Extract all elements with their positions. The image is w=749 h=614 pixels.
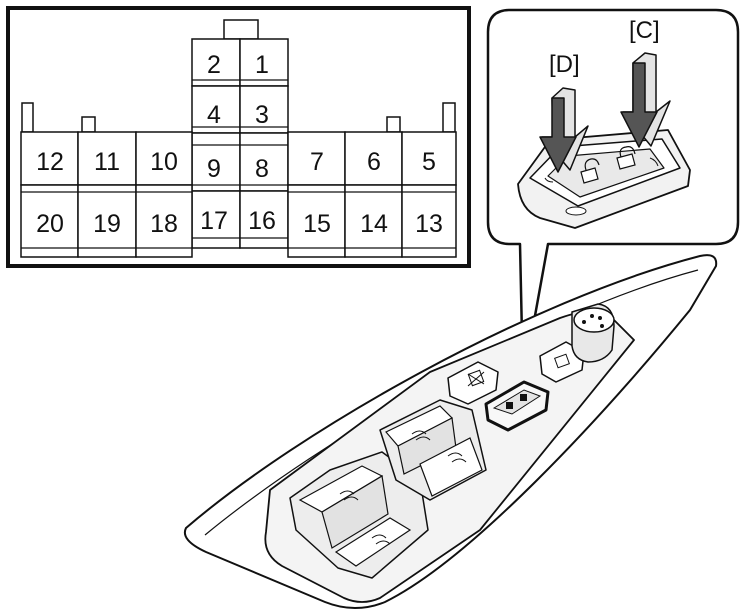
connector-right-block (287, 131, 457, 258)
callout-bubble: [C] [D] (486, 8, 740, 384)
connector-face-view: 2 1 4 3 9 8 17 16 12 11 10 20 19 18 7 6 … (6, 6, 471, 268)
connector-tab (21, 102, 34, 133)
pin-label: 5 (422, 148, 436, 176)
pin-label: 8 (255, 155, 269, 183)
connector-tab (442, 102, 456, 133)
pin-label: 18 (150, 210, 178, 238)
window-switch-front (379, 399, 487, 501)
pin-label: 1 (255, 51, 269, 79)
unlock-icon (580, 158, 600, 184)
pin-label: 4 (207, 101, 221, 129)
arrow-d (539, 87, 589, 173)
pin-label: 6 (367, 148, 381, 176)
connector-tab (81, 116, 96, 133)
window-lock-switch (447, 361, 499, 405)
door-switch-panel (184, 254, 718, 609)
connector-pin-labels: 2 1 4 3 9 8 17 16 12 11 10 20 19 18 7 6 … (36, 51, 443, 238)
pin-label: 17 (200, 207, 228, 235)
label-d: [D] (549, 51, 580, 78)
pin-label: 20 (36, 210, 64, 238)
window-switch-rear-left (289, 451, 429, 579)
connector-center-column (191, 38, 289, 249)
door-lock-switch (484, 380, 550, 432)
label-c: [C] (629, 17, 660, 44)
lock-icon (616, 146, 636, 170)
pin-label: 15 (303, 210, 331, 238)
pin-label: 3 (255, 101, 269, 129)
pin-label: 14 (360, 210, 388, 238)
pin-label: 2 (207, 51, 221, 79)
connector-top-latch (223, 19, 259, 40)
pin-label: 19 (93, 210, 121, 238)
pin-label: 9 (207, 155, 221, 183)
pin-label: 16 (248, 207, 276, 235)
pin-label: 10 (150, 148, 178, 176)
connector-left-block (20, 131, 193, 258)
connector-tab (386, 116, 401, 133)
mirror-control-switch (539, 303, 615, 383)
arrow-c (620, 52, 671, 148)
pin-label: 7 (310, 148, 324, 176)
pin-label: 11 (94, 148, 120, 176)
pin-label: 12 (36, 148, 64, 176)
pin-label: 13 (415, 210, 443, 238)
